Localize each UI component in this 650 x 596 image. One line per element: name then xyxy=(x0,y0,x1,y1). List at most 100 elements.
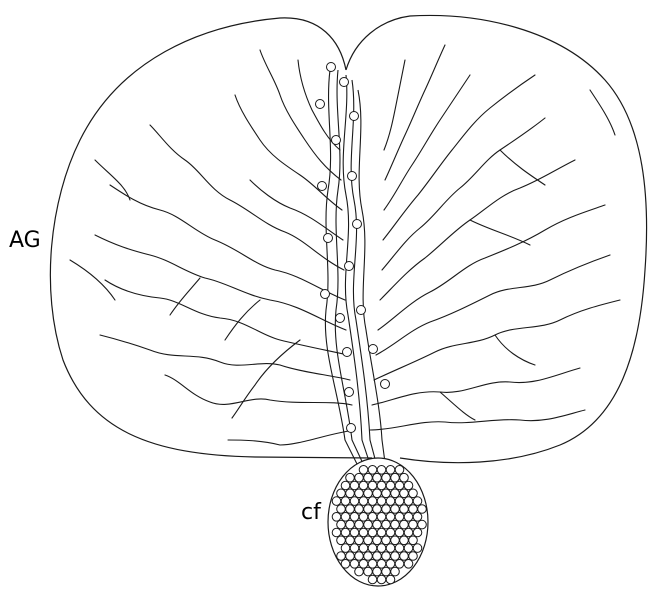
cf-bead xyxy=(364,552,373,561)
cf-bead xyxy=(355,489,364,498)
cf-bead xyxy=(368,466,377,475)
cf-bead xyxy=(386,528,395,537)
cf-bead xyxy=(400,505,409,514)
cf-bead xyxy=(364,520,373,529)
cf-bead xyxy=(382,505,391,514)
cf-bead xyxy=(332,528,341,537)
cf-bead xyxy=(355,520,364,529)
cf-bead xyxy=(350,481,359,490)
cf-bead xyxy=(364,505,373,514)
cf-bead xyxy=(418,520,427,529)
cf-bead xyxy=(409,520,418,529)
cf-bead xyxy=(377,497,386,506)
cf-bead xyxy=(391,505,400,514)
cf-bead xyxy=(373,536,382,545)
cf-bead xyxy=(368,481,377,490)
cf-bead xyxy=(341,560,350,569)
right-lobe-outline xyxy=(346,15,647,462)
cf-bead xyxy=(377,481,386,490)
cf-bead xyxy=(373,520,382,529)
cf-bead xyxy=(400,552,409,561)
cf-bead xyxy=(382,567,391,576)
cf-bead xyxy=(395,560,404,569)
cf-bead xyxy=(346,505,355,514)
cf-bead xyxy=(404,544,413,553)
cf-beads xyxy=(332,466,426,584)
cf-bead xyxy=(364,567,373,576)
cf-bead xyxy=(368,497,377,506)
cf-bead xyxy=(355,567,364,576)
cf-bead xyxy=(391,489,400,498)
cf-bead xyxy=(391,567,400,576)
cf-bead xyxy=(346,552,355,561)
cf-bead xyxy=(386,560,395,569)
cf-bead xyxy=(350,560,359,569)
cf-bead xyxy=(391,536,400,545)
cf-bead xyxy=(409,489,418,498)
cf-bead xyxy=(404,497,413,506)
cf-bead xyxy=(409,552,418,561)
cf-bead xyxy=(346,489,355,498)
cf-bead xyxy=(413,497,422,506)
cf-bead xyxy=(413,544,422,553)
cf-bead xyxy=(377,560,386,569)
cf-bead xyxy=(332,497,341,506)
cf-bead xyxy=(404,528,413,537)
cf-bead xyxy=(386,481,395,490)
cf-bead xyxy=(337,505,346,514)
left-lobe-veins xyxy=(70,50,355,445)
right-lobe-veins xyxy=(370,45,620,430)
cf-bead xyxy=(391,552,400,561)
cf-bead xyxy=(355,505,364,514)
cf-bead xyxy=(395,544,404,553)
cf-bead xyxy=(350,544,359,553)
cf-bead xyxy=(404,560,413,569)
cf-bead xyxy=(382,473,391,482)
cf-bead xyxy=(413,528,422,537)
cf-bead xyxy=(404,513,413,522)
cf-bead xyxy=(377,528,386,537)
cf-bead xyxy=(355,473,364,482)
cf-bead xyxy=(368,528,377,537)
cf-bead xyxy=(382,520,391,529)
central-ducts xyxy=(325,70,386,470)
cf-bead xyxy=(418,505,427,514)
cf-bead xyxy=(391,520,400,529)
cf-bead xyxy=(368,513,377,522)
cf-bead xyxy=(350,513,359,522)
cf-bead xyxy=(355,536,364,545)
cf-bead xyxy=(364,489,373,498)
cf-bead xyxy=(400,520,409,529)
cf-bead xyxy=(355,552,364,561)
cf-bead xyxy=(359,544,368,553)
cf-bead xyxy=(409,536,418,545)
cf-bead xyxy=(359,497,368,506)
cf-bead xyxy=(341,528,350,537)
cf-bead xyxy=(346,536,355,545)
cf-bead xyxy=(350,497,359,506)
cf-bead xyxy=(364,473,373,482)
cf-bead xyxy=(386,497,395,506)
cf-bead xyxy=(386,575,395,584)
cf-bead xyxy=(395,466,404,475)
cf-bead xyxy=(359,481,368,490)
cf-bead xyxy=(364,536,373,545)
cf-bead xyxy=(337,489,346,498)
cf-bead xyxy=(373,473,382,482)
cf-bead xyxy=(395,513,404,522)
cf-bead xyxy=(395,528,404,537)
cf-bead xyxy=(404,481,413,490)
cf-bead xyxy=(382,489,391,498)
cf-bead xyxy=(332,513,341,522)
cf-bead xyxy=(368,560,377,569)
cf-bead xyxy=(359,513,368,522)
cf-bead xyxy=(377,575,386,584)
cf-bead xyxy=(341,481,350,490)
cf-bead xyxy=(337,536,346,545)
cf-bead xyxy=(377,544,386,553)
cf-bead xyxy=(382,536,391,545)
cf-bead xyxy=(346,473,355,482)
cf-bead xyxy=(337,520,346,529)
cf-bead xyxy=(395,481,404,490)
